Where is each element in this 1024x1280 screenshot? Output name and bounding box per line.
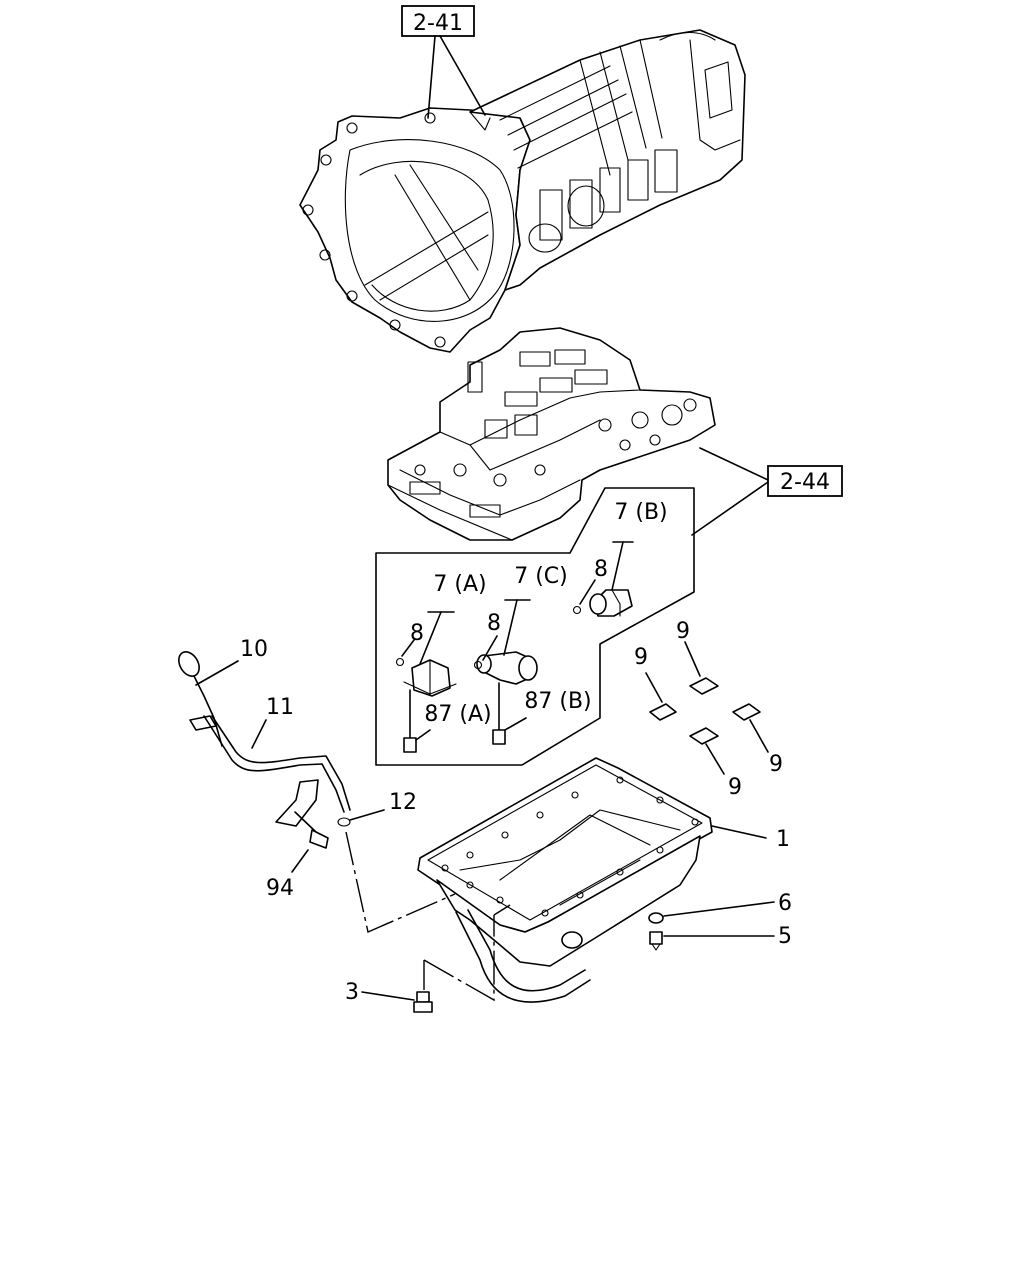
ref-valve-body-label: 2-44 — [780, 470, 830, 495]
callout-tube-oring: 12 — [389, 790, 417, 815]
magnets — [645, 641, 769, 775]
assembly-lines — [345, 831, 511, 1002]
ref-transmission: 2-41 — [401, 5, 486, 119]
callout-magnet-4: 9 — [728, 775, 742, 800]
dipstick-assembly — [178, 651, 385, 873]
callout-oring-a: 8 — [410, 621, 424, 646]
leader-bolt-b — [504, 717, 527, 731]
callout-solenoid-a: 7 (A) — [433, 572, 486, 597]
solenoid-group-boundary — [375, 487, 695, 766]
drain-bolt — [361, 991, 433, 1013]
ref-transmission-label: 2-41 — [413, 11, 463, 36]
callout-dipstick: 10 — [240, 637, 268, 662]
solenoid-b — [572, 541, 634, 617]
callout-drain-plug: 5 — [778, 924, 792, 949]
callout-solenoid-b: 7 (B) — [614, 500, 667, 525]
callout-pan: 1 — [776, 827, 790, 852]
callout-tube-bolt: 94 — [266, 876, 294, 901]
callout-plug-washer: 6 — [778, 891, 792, 916]
ref-valve-body: 2-44 — [691, 447, 843, 536]
drain-plug-assembly — [648, 901, 775, 951]
callout-magnet-1: 9 — [634, 645, 648, 670]
valve-body — [387, 327, 716, 541]
callout-bolt-a: 87 (A) — [424, 702, 491, 727]
callout-drain-bolt: 3 — [345, 980, 359, 1005]
solenoid-a — [395, 611, 457, 753]
callout-solenoid-c: 7 (C) — [514, 564, 568, 589]
transmission-housing — [299, 29, 746, 353]
callout-oring-b: 8 — [594, 557, 608, 582]
callout-magnet-2: 9 — [676, 619, 690, 644]
callout-tube: 11 — [266, 695, 294, 720]
solenoid-c — [473, 599, 538, 745]
callout-bolt-b: 87 (B) — [524, 689, 591, 714]
oil-pan — [417, 757, 767, 1003]
leader-bolt-a — [415, 729, 431, 741]
callout-magnet-3: 9 — [769, 752, 783, 777]
callout-oring-c: 8 — [487, 611, 501, 636]
